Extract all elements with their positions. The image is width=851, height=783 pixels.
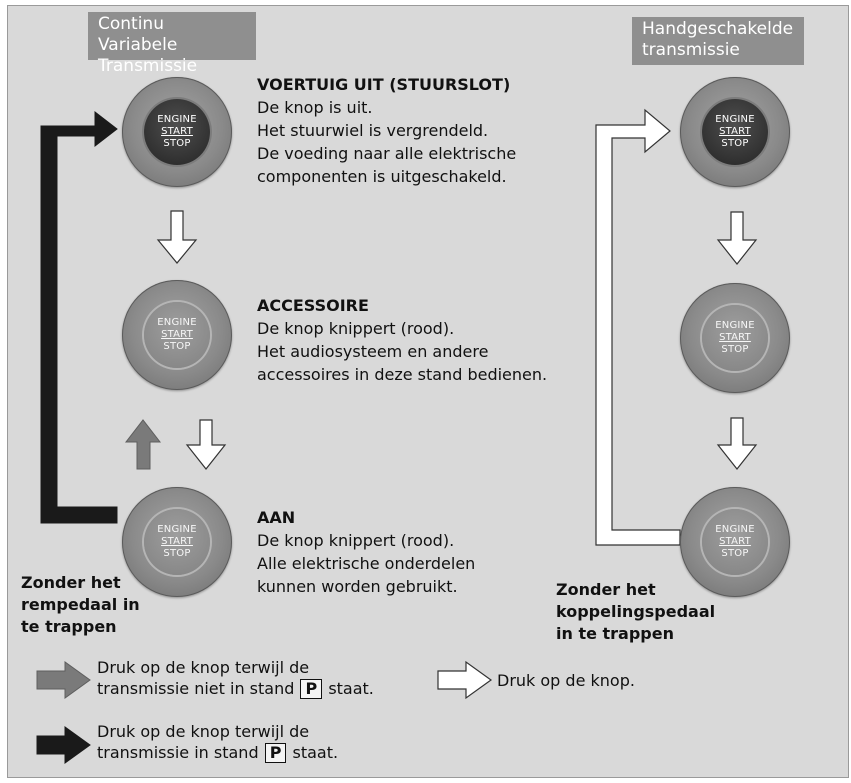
button-label-start: START [161, 536, 193, 547]
legend-black-line2-post: staat. [292, 743, 339, 762]
state-off-line: Het stuurwiel is vergrendeld. [257, 121, 489, 140]
cvt-down-arrow-2 [185, 419, 227, 470]
legend-gray-line2-post: staat. [328, 679, 374, 698]
legend-gray-line1: Druk op de knop terwijl de [97, 658, 310, 677]
engine-button-manual-accessory: ENGINE START STOP [680, 283, 790, 393]
state-on-line: Alle elektrische onderdelen [257, 554, 476, 573]
white-loop-arrow [595, 108, 681, 546]
state-accessory-description: ACCESSOIRE De knop knippert (rood). Het … [257, 294, 547, 386]
legend-black-text: Druk op de knop terwijl de transmissie i… [97, 721, 338, 763]
manual-note-line: in te trappen [556, 624, 674, 643]
engine-button-manual-on: ENGINE START STOP [680, 487, 790, 597]
engine-button-face: ENGINE START STOP [702, 509, 768, 575]
black-loop-arrow [40, 110, 118, 524]
button-label-engine: ENGINE [157, 524, 197, 535]
button-label-start: START [161, 329, 193, 340]
state-off-line: De knop is uit. [257, 98, 373, 117]
engine-button-cvt-off: ENGINE START STOP [122, 77, 232, 187]
engine-button-face: ENGINE START STOP [702, 99, 768, 165]
engine-button-cvt-accessory: ENGINE START STOP [122, 280, 232, 390]
legend-gray-line2-pre: transmissie niet in stand [97, 679, 295, 698]
legend-white-label: Druk op de knop. [497, 671, 635, 690]
state-off-description: VOERTUIG UIT (STUURSLOT) De knop is uit.… [257, 73, 516, 188]
legend-black-arrow [36, 726, 91, 764]
header-manual-text: Handgeschakelde transmissie [642, 19, 794, 60]
state-off-line: De voeding naar alle elektrische [257, 144, 517, 163]
state-on-line: kunnen worden gebruikt. [257, 577, 458, 596]
cvt-down-arrow-1 [156, 210, 198, 264]
header-cvt-text: Continu Variabele Transmissie [98, 14, 198, 76]
state-accessory-title: ACCESSOIRE [257, 296, 369, 315]
engine-button-face: ENGINE START STOP [144, 99, 210, 165]
button-label-stop: STOP [721, 138, 749, 149]
button-label-start: START [719, 332, 751, 343]
legend-gray-text: Druk op de knop terwijl de transmissie n… [97, 657, 374, 699]
state-accessory-line: Het audiosysteem en andere [257, 342, 489, 361]
state-on-description: AAN De knop knippert (rood). Alle elektr… [257, 506, 475, 598]
park-p-badge: P [300, 679, 323, 699]
manual-down-arrow-2 [716, 417, 758, 470]
button-label-start: START [719, 126, 751, 137]
engine-button-face: ENGINE START STOP [144, 509, 210, 575]
manual-note-line: Zonder het [556, 580, 656, 599]
engine-button-face: ENGINE START STOP [702, 305, 768, 371]
header-manual: Handgeschakelde transmissie [632, 17, 804, 65]
button-label-stop: STOP [163, 138, 191, 149]
button-label-stop: STOP [163, 341, 191, 352]
state-off-title: VOERTUIG UIT (STUURSLOT) [257, 75, 511, 94]
state-on-title: AAN [257, 508, 296, 527]
cvt-note-line: Zonder het [21, 573, 121, 592]
legend-black-line1: Druk op de knop terwijl de [97, 722, 310, 741]
button-label-engine: ENGINE [715, 114, 755, 125]
legend-black-line2-pre: transmissie in stand [97, 743, 259, 762]
engine-button-face: ENGINE START STOP [144, 302, 210, 368]
button-label-start: START [719, 536, 751, 547]
state-accessory-line: accessoires in deze stand bedienen. [257, 365, 548, 384]
cvt-note: Zonder het rempedaal in te trappen [21, 572, 140, 638]
cvt-note-line: rempedaal in [21, 595, 140, 614]
header-cvt: Continu Variabele Transmissie [88, 12, 256, 76]
legend-black-line2: transmissie in stand P staat. [97, 742, 338, 763]
legend-gray-line2: transmissie niet in stand P staat. [97, 678, 374, 699]
legend-white-text: Druk op de knop. [497, 670, 635, 691]
manual-note-line: koppelingspedaal [556, 602, 716, 621]
legend-white-arrow [437, 660, 493, 700]
button-label-engine: ENGINE [715, 524, 755, 535]
state-off-line: componenten is uitgeschakeld. [257, 167, 507, 186]
cvt-note-line: te trappen [21, 617, 117, 636]
button-label-start: START [161, 126, 193, 137]
button-label-engine: ENGINE [157, 317, 197, 328]
button-label-stop: STOP [721, 344, 749, 355]
park-p-badge: P [264, 743, 287, 763]
manual-down-arrow-1 [716, 211, 758, 265]
state-on-line: De knop knippert (rood). [257, 531, 455, 550]
state-accessory-line: De knop knippert (rood). [257, 319, 455, 338]
engine-button-cvt-on: ENGINE START STOP [122, 487, 232, 597]
button-label-stop: STOP [163, 548, 191, 559]
cvt-up-arrow-gray [124, 419, 162, 470]
engine-button-manual-off: ENGINE START STOP [680, 77, 790, 187]
button-label-engine: ENGINE [715, 320, 755, 331]
button-label-stop: STOP [721, 548, 749, 559]
button-label-engine: ENGINE [157, 114, 197, 125]
legend-gray-arrow [36, 661, 91, 699]
manual-note: Zonder het koppelingspedaal in te trappe… [556, 579, 715, 645]
